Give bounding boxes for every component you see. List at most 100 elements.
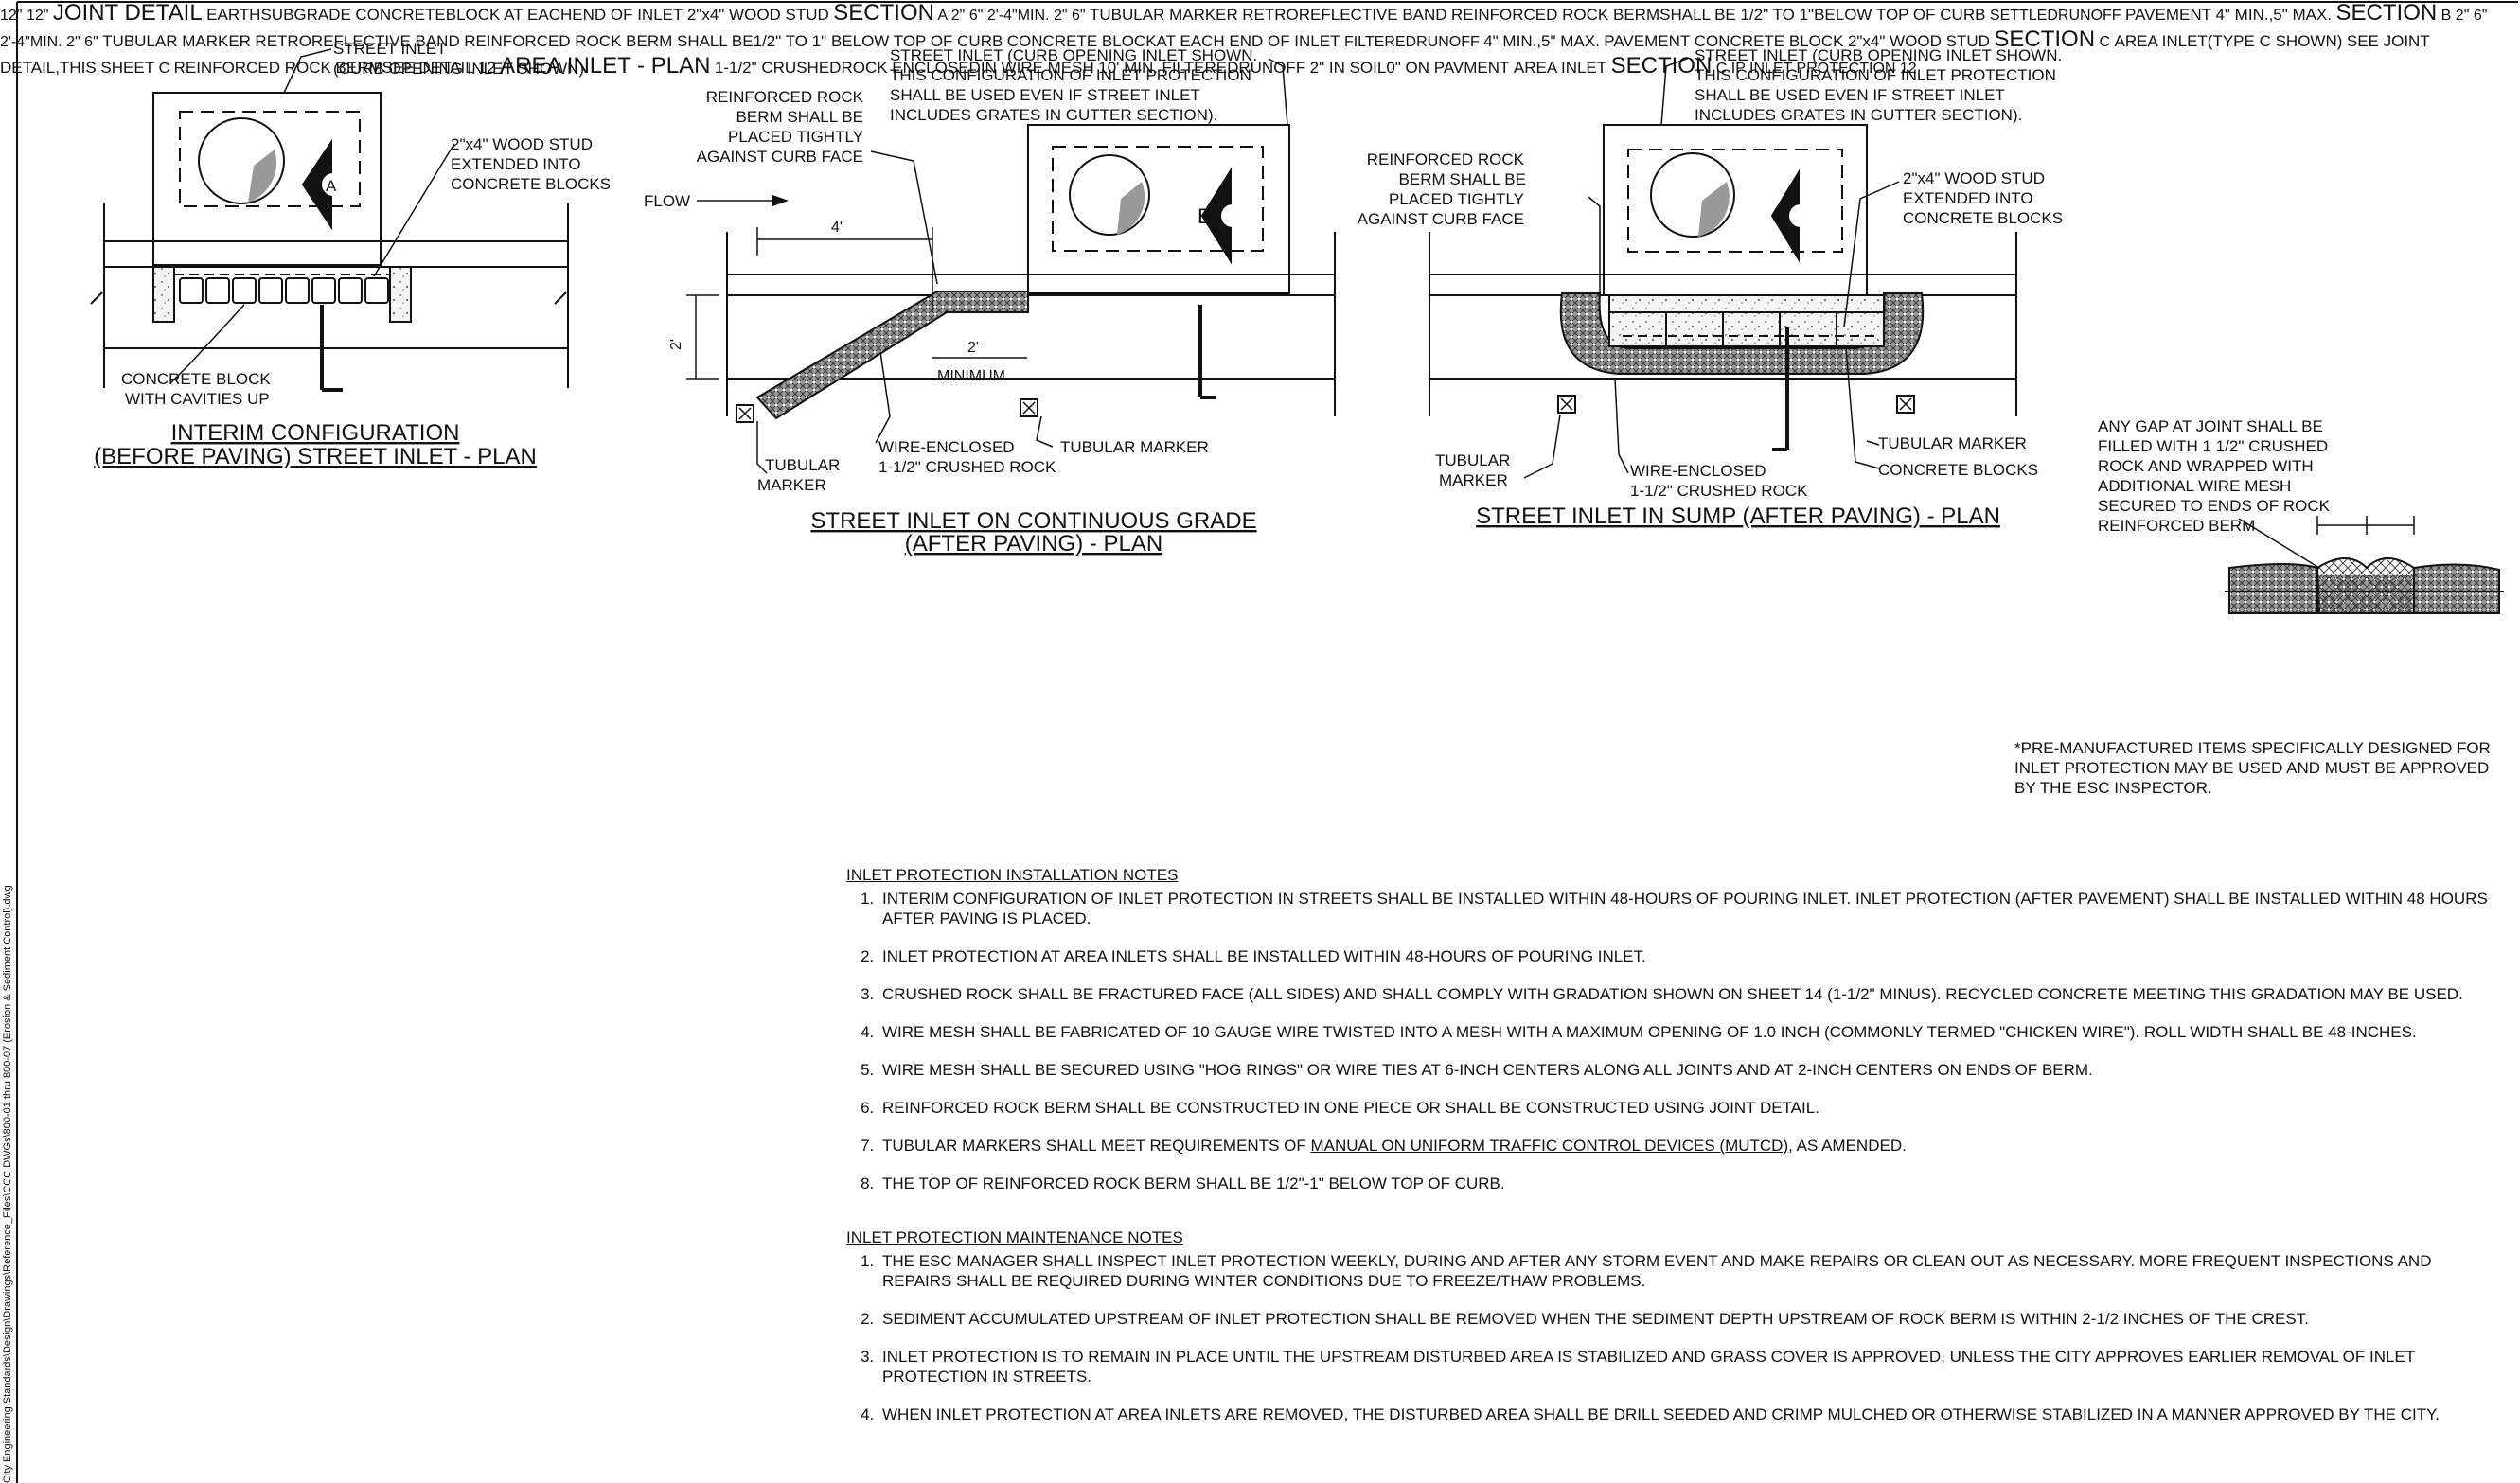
maint-notes-heading: INLET PROTECTION MAINTENANCE NOTES — [846, 1228, 1183, 1246]
install-note: WIRE MESH SHALL BE FABRICATED OF 10 GAUG… — [878, 1022, 2493, 1042]
install-note-mutcd: TUBULAR MARKERS SHALL MEET REQUIREMENTS … — [878, 1136, 2493, 1156]
section-area-rock: 1-1/2" CRUSHEDROCK ENCLOSEDIN WIRE MESH — [714, 59, 1094, 77]
section-b-dim-24: 2'-4"MIN. — [986, 8, 1050, 24]
area-inlet-label: AREA INLET(TYPE C SHOWN) — [2114, 32, 2343, 50]
plan-sump-leaders — [1523, 58, 1900, 479]
maint-note: INLET PROTECTION IS TO REMAIN IN PLACE U… — [878, 1347, 2493, 1386]
plan-sump-tubular-right: TUBULAR MARKER — [1878, 434, 2027, 452]
install-note-7-suffix: , AS AMENDED. — [1788, 1137, 1907, 1155]
plan-grade-minimum: MINIMUM — [937, 368, 1005, 384]
section-a-plan-letter: A — [326, 177, 337, 195]
section-c-dim-6-mid: 6" — [84, 34, 98, 50]
area-inlet-joint-ref: SEE JOINT DETAIL,THIS SHEET — [0, 32, 2430, 77]
section-c-letter: C — [2099, 34, 2111, 50]
section-b-pavement: PAVEMENT — [2125, 6, 2212, 24]
section-c-retro: RETROREFLECTIVE BAND — [255, 32, 460, 50]
area-inlet-section-letter: C — [158, 61, 170, 77]
maint-note: SEDIMENT ACCUMULATED UPSTREAM OF INLET P… — [878, 1309, 2493, 1329]
footer-ip-symbol: IP — [1730, 61, 1746, 77]
section-c-tubular: TUBULAR MARKER — [102, 32, 251, 50]
file-path-label: City Engineering Standards\Design\Drawin… — [2, 885, 13, 1483]
mutcd-reference: MANUAL ON UNIFORM TRAFFIC CONTROL DEVICE… — [1310, 1137, 1789, 1155]
section-a-earth: EARTHSUBGRADE — [206, 6, 351, 24]
section-c-pavement: PAVEMENT — [1604, 32, 1691, 50]
section-b-berm: REINFORCED ROCK BERMSHALL BE 1/2" TO 1"B… — [1451, 6, 1986, 24]
area-inlet-title: AREA INLET - PLAN — [500, 53, 711, 79]
plan-grade-leaders — [756, 58, 1288, 474]
plan-interim-title: INTERIM CONFIGURATION(BEFORE PAVING) STR… — [94, 420, 537, 469]
install-note: WIRE MESH SHALL BE SECURED USING "HOG RI… — [878, 1060, 2493, 1080]
plan-interim-leaders — [169, 48, 455, 384]
section-b-dim-6-mid: 6" — [1071, 8, 1086, 24]
joint-gap-note: ANY GAP AT JOINT SHALL BE FILLED WITH 1 … — [2098, 416, 2372, 536]
section-b-dim-2-top: 2" — [950, 8, 966, 24]
section-b-retro: RETROREFLECTIVE BAND — [1242, 6, 1447, 24]
plan-sump-title: STREET INLET IN SUMP (AFTER PAVING) - PL… — [1476, 503, 2000, 529]
install-note: INTERIM CONFIGURATION OF INLET PROTECTIO… — [878, 889, 2493, 928]
plan-grade-dim-4: 4' — [831, 220, 843, 236]
section-c-concrete-end: CONCRETE BLOCKAT EACH END OF INLET — [1006, 32, 1340, 50]
section-c-dim-6-top: 6" — [2473, 8, 2488, 24]
footer-detail-number: 12 — [1899, 61, 1917, 77]
plan-sump-street-inlet: STREET INLET (CURB OPENING INLET SHOWN.T… — [1695, 46, 2062, 124]
section-c-berm: REINFORCED ROCK BERM SHALL BE1/2" TO 1" … — [464, 32, 1003, 50]
section-a-concrete: CONCRETEBLOCK AT EACHEND OF INLET — [355, 6, 683, 24]
section-c-concrete-block: CONCRETE BLOCK — [1694, 32, 1844, 50]
section-c-dim-24: 2'-4"MIN. — [0, 34, 62, 50]
area-inlet-berm-ref: REINFORCED ROCK BERMSEE DETAIL 12 — [173, 59, 496, 77]
section-area-inlet: AREA INLET — [1513, 59, 1607, 77]
footer-title: INLET PROTECTION — [1749, 61, 1896, 77]
section-a-wood-stud: 2"x4" WOOD STUD — [686, 6, 829, 24]
section-area-filtered: FILTEREDRUNOFF — [1162, 59, 1306, 77]
section-b-settled: SETTLEDRUNOFF — [1989, 8, 2121, 24]
joint-dim-b: 12" — [26, 8, 49, 24]
plan-grade-flow: FLOW — [644, 192, 690, 210]
install-note: REINFORCED ROCK BERM SHALL BE CONSTRUCTE… — [878, 1098, 2493, 1118]
joint-note-line: FILLED WITH 1 1/2" CRUSHED — [2098, 437, 2329, 455]
section-c-filtered: FILTEREDRUNOFF — [1343, 34, 1480, 50]
joint-detail-drawing — [2225, 516, 2504, 614]
plan-grade-street-inlet: STREET INLET (CURB OPENING INLET SHOWN.T… — [890, 46, 1257, 124]
maint-note: WHEN INLET PROTECTION AT AREA INLETS ARE… — [878, 1404, 2493, 1424]
joint-note-line: ANY GAP AT JOINT SHALL BE — [2098, 417, 2323, 435]
section-c-4min: 4" MIN.,5" MAX. — [1483, 32, 1600, 50]
section-b-4min: 4" MIN.,5" MAX. — [2215, 6, 2333, 24]
section-area-title: SECTION — [1610, 53, 1713, 79]
joint-note-line: ADDITIONAL WIRE MESH — [2098, 477, 2292, 495]
section-b-plan-letter: B — [1198, 204, 1212, 228]
section-b-tubular: TUBULAR MARKER — [1090, 6, 1238, 24]
section-c-dim-2-mid: 2" — [66, 34, 80, 50]
plan-interim-street-inlet: STREET INLET(CURB OPENING INLET SHOWN) — [333, 40, 584, 78]
plan-sump — [1429, 124, 2017, 451]
maint-note: THE ESC MANAGER SHALL INSPECT INLET PROT… — [878, 1251, 2493, 1291]
install-note-7-prefix: TUBULAR MARKERS SHALL MEET REQUIREMENTS … — [882, 1137, 1311, 1155]
section-area-ten-min: 10' MIN. — [1098, 59, 1158, 77]
plan-grade — [686, 124, 1336, 423]
plan-sump-concrete-blocks: CONCRETE BLOCKS — [1878, 461, 2038, 479]
install-note: INLET PROTECTION AT AREA INLETS SHALL BE… — [878, 946, 2493, 966]
section-b-dim-6-top: 6" — [968, 8, 984, 24]
pre-manufactured-note: *PRE-MANUFACTURED ITEMS SPECIFICALLY DES… — [2014, 739, 2491, 797]
notes-block: INLET PROTECTION INSTALLATION NOTES INTE… — [846, 866, 2493, 1442]
joint-note-line: ROCK AND WRAPPED WITH — [2098, 457, 2314, 475]
joint-note-line: SECURED TO ENDS OF ROCK — [2098, 497, 2330, 515]
joint-detail-title: JOINT DETAIL — [52, 0, 203, 26]
section-c-dim-2-top: 2" — [2455, 8, 2470, 24]
joint-note-line: REINFORCED BERM — [2098, 517, 2256, 535]
plan-interim — [90, 92, 569, 392]
maint-notes-list: THE ESC MANAGER SHALL INSPECT INLET PROT… — [846, 1251, 2493, 1424]
install-notes-list: INTERIM CONFIGURATION OF INLET PROTECTIO… — [846, 889, 2493, 1193]
plan-grade-dim-2: 2' — [967, 340, 979, 356]
install-notes-heading: INLET PROTECTION INSTALLATION NOTES — [846, 866, 1179, 884]
section-b-letter: B — [2440, 8, 2452, 24]
section-b-dim-2-mid: 2" — [1053, 8, 1068, 24]
